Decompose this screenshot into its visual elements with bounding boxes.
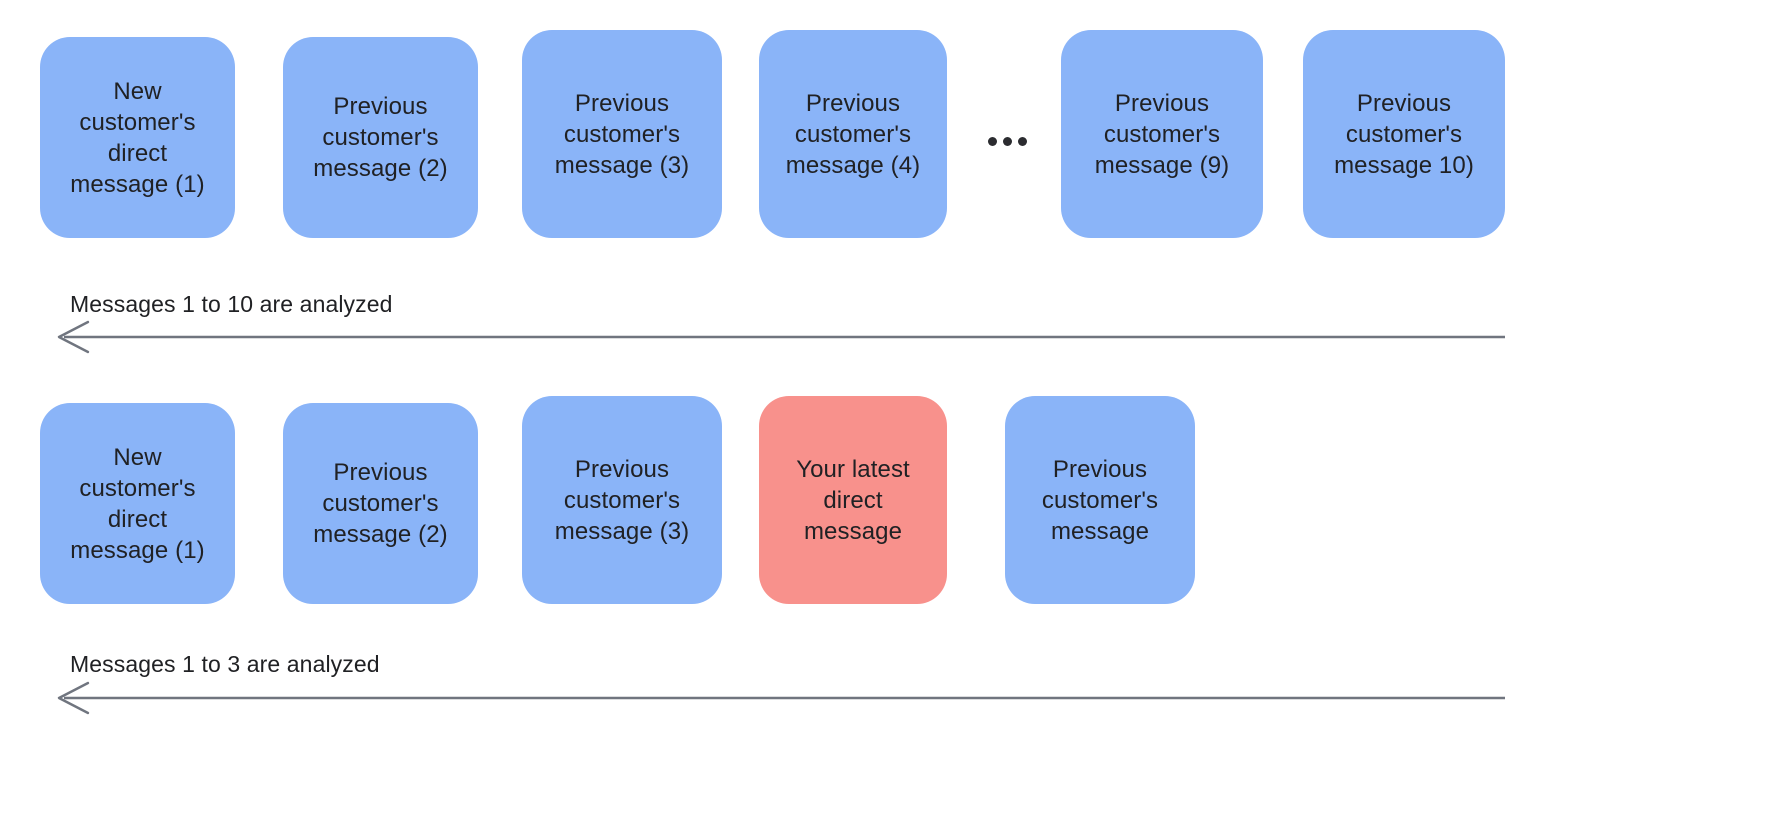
- message-card[interactable]: Previous customer's message (3): [522, 30, 722, 238]
- analysis-range-caption: Messages 1 to 3 are analyzed: [70, 651, 380, 677]
- message-card[interactable]: Previous customer's message 10): [1303, 30, 1505, 238]
- message-card[interactable]: Previous customer's message (2): [283, 37, 478, 238]
- ellipsis-icon: [988, 137, 1027, 146]
- your-message-card[interactable]: Your latest direct message: [759, 396, 947, 604]
- ellipsis-dot: [1018, 137, 1027, 146]
- message-card[interactable]: Previous customer's message (4): [759, 30, 947, 238]
- message-card[interactable]: Previous customer's message (2): [283, 403, 478, 604]
- ellipsis-dot: [1003, 137, 1012, 146]
- message-card[interactable]: New customer's direct message (1): [40, 37, 235, 238]
- analysis-range-caption: Messages 1 to 10 are analyzed: [70, 291, 393, 317]
- ellipsis-dot: [988, 137, 997, 146]
- message-card[interactable]: Previous customer's message (3): [522, 396, 722, 604]
- message-card[interactable]: Previous customer's message (9): [1061, 30, 1263, 238]
- message-card[interactable]: Previous customer's message: [1005, 396, 1195, 604]
- message-card[interactable]: New customer's direct message (1): [40, 403, 235, 604]
